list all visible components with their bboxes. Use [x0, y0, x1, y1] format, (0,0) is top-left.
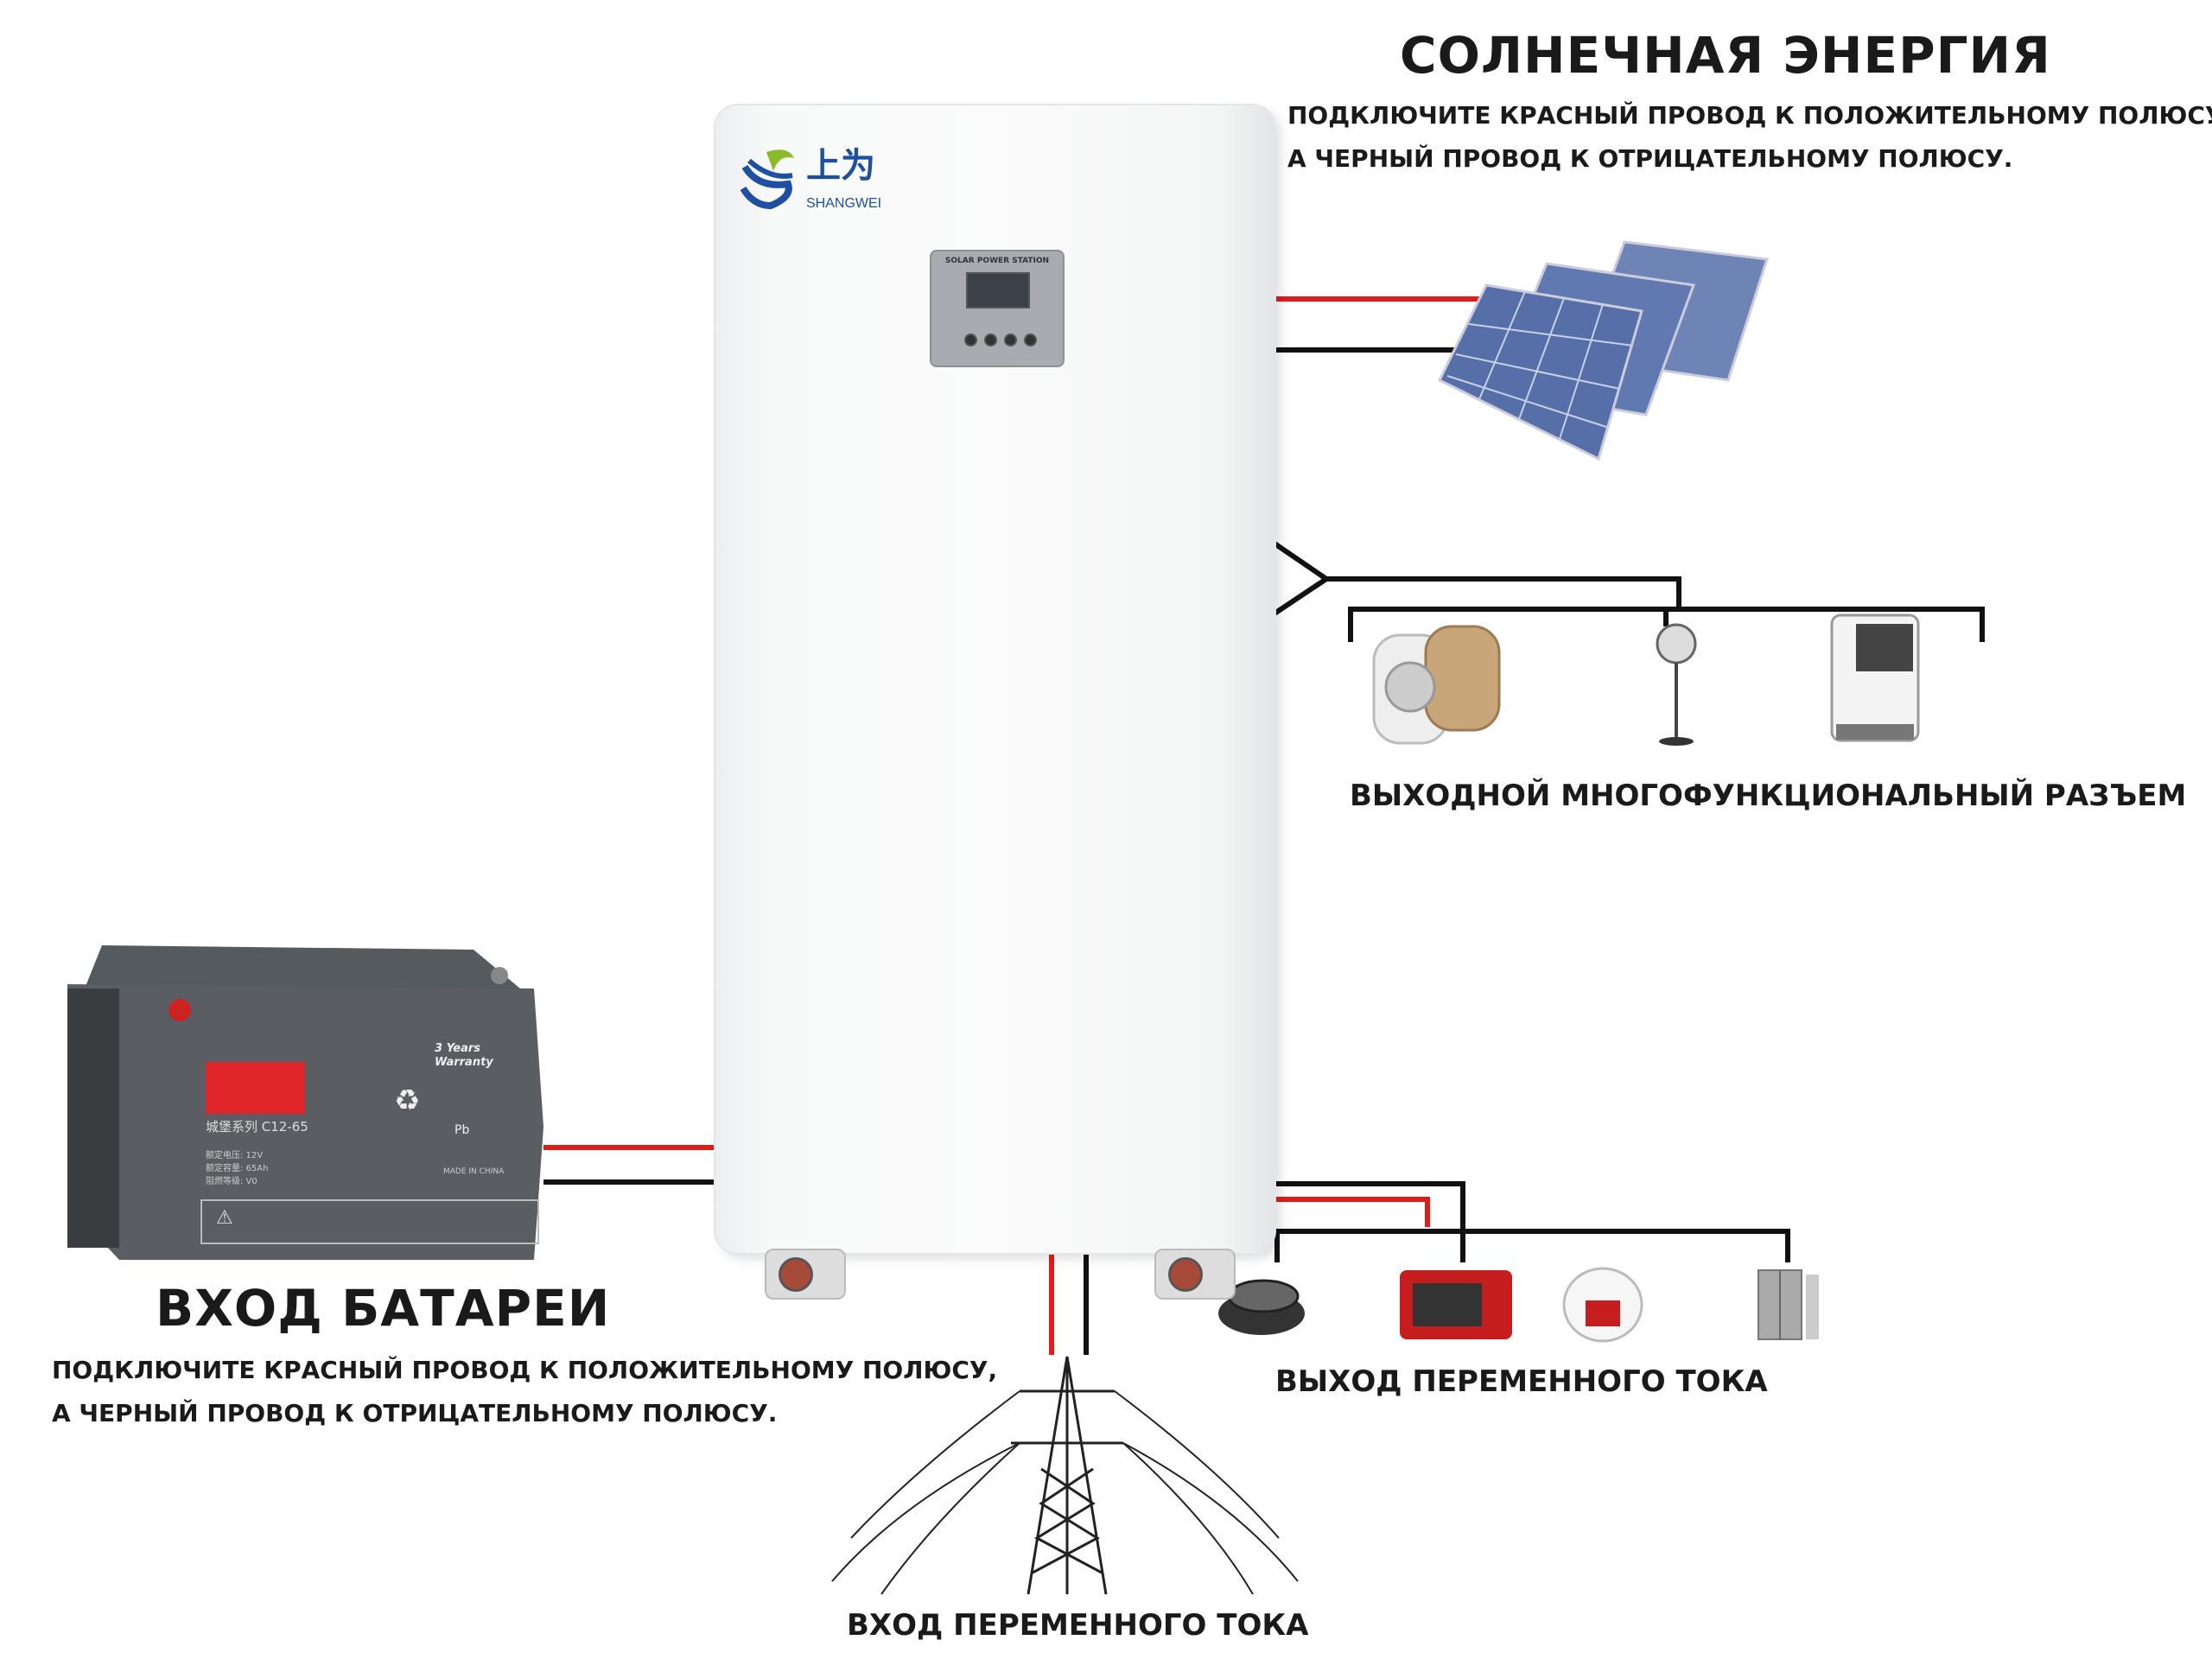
ac-output-wires	[1274, 1181, 1790, 1262]
caster-wheel-left	[765, 1249, 846, 1300]
multi-output-label: ВЫХОДНОЙ МНОГОФУНКЦИОНАЛЬНЫЙ РАЗЪЕМ	[1350, 779, 2187, 813]
ac-input-label: ВХОД ПЕРЕМЕННОГО ТОКА	[847, 1608, 1309, 1643]
logo-chinese-text: 上为	[806, 146, 875, 186]
panel-button-4[interactable]	[1024, 334, 1037, 346]
panel-title: SOLAR POWER STATION	[944, 257, 1050, 265]
caster-wheel-right	[1154, 1249, 1236, 1300]
solar-instruction-line1: ПОДКЛЮЧИТЕ КРАСНЫЙ ПРОВОД К ПОЛОЖИТЕЛЬНО…	[1287, 101, 2212, 130]
heater-image	[1372, 625, 1501, 745]
ac-output-label: ВЫХОД ПЕРЕМЕННОГО ТОКА	[1275, 1364, 1768, 1399]
battery-image: 城堡系列 C12-65 额定电压: 12V 额定容量: 65Ah 阻燃等级: V…	[67, 945, 543, 1260]
power-tower-image	[831, 1356, 1299, 1595]
control-panel: SOLAR POWER STATION	[930, 250, 1065, 367]
warranty-badge: 3 Years Warranty	[435, 1042, 493, 1069]
warning-icon: ⚠	[216, 1207, 233, 1229]
fan-image	[1656, 623, 1697, 746]
refrigerator-image	[1758, 1269, 1819, 1340]
battery-spec: 阻燃等级: V0	[206, 1177, 257, 1186]
brand-logo: 上为 SHANGWEI	[740, 145, 913, 218]
lcd-screen	[966, 272, 1030, 308]
panel-button-2[interactable]	[984, 334, 997, 346]
rice-cooker-image	[1562, 1267, 1643, 1343]
logo-swoosh-icon	[740, 149, 794, 210]
solar-panels-image	[1437, 240, 1769, 461]
solar-title: СОЛНЕЧНАЯ ЭНЕРГИЯ	[1400, 26, 2051, 85]
battery-instruction-line1: ПОДКЛЮЧИТЕ КРАСНЫЙ ПРОВОД К ПОЛОЖИТЕЛЬНО…	[52, 1356, 998, 1384]
battery-spec: 额定电压: 12V	[206, 1151, 264, 1160]
battery-title: ВХОД БАТАРЕИ	[156, 1279, 611, 1338]
panel-button-1[interactable]	[964, 334, 977, 346]
battery-made-in: MADE IN CHINA	[443, 1167, 505, 1176]
induction-cooker-image	[1218, 1279, 1305, 1335]
recycle-icon: ♻	[394, 1084, 421, 1118]
panel-button-3[interactable]	[1004, 334, 1017, 346]
battery-pb-label: Pb	[454, 1123, 470, 1137]
battery-model: 城堡系列 C12-65	[206, 1119, 308, 1135]
solar-instruction-line2: А ЧЕРНЫЙ ПРОВОД К ОТРИЦАТЕЛЬНОМУ ПОЛЮСУ.	[1287, 144, 2013, 173]
battery-instruction-line2: А ЧЕРНЫЙ ПРОВОД К ОТРИЦАТЕЛЬНОМУ ПОЛЮСУ.	[52, 1399, 778, 1427]
multi-output-wires	[1273, 541, 1985, 642]
air-cooler-image	[1830, 613, 1920, 742]
battery-spec: 额定容量: 65Ah	[206, 1164, 269, 1173]
toaster-oven-image	[1400, 1270, 1512, 1339]
logo-english-text: SHANGWEI	[806, 196, 882, 211]
